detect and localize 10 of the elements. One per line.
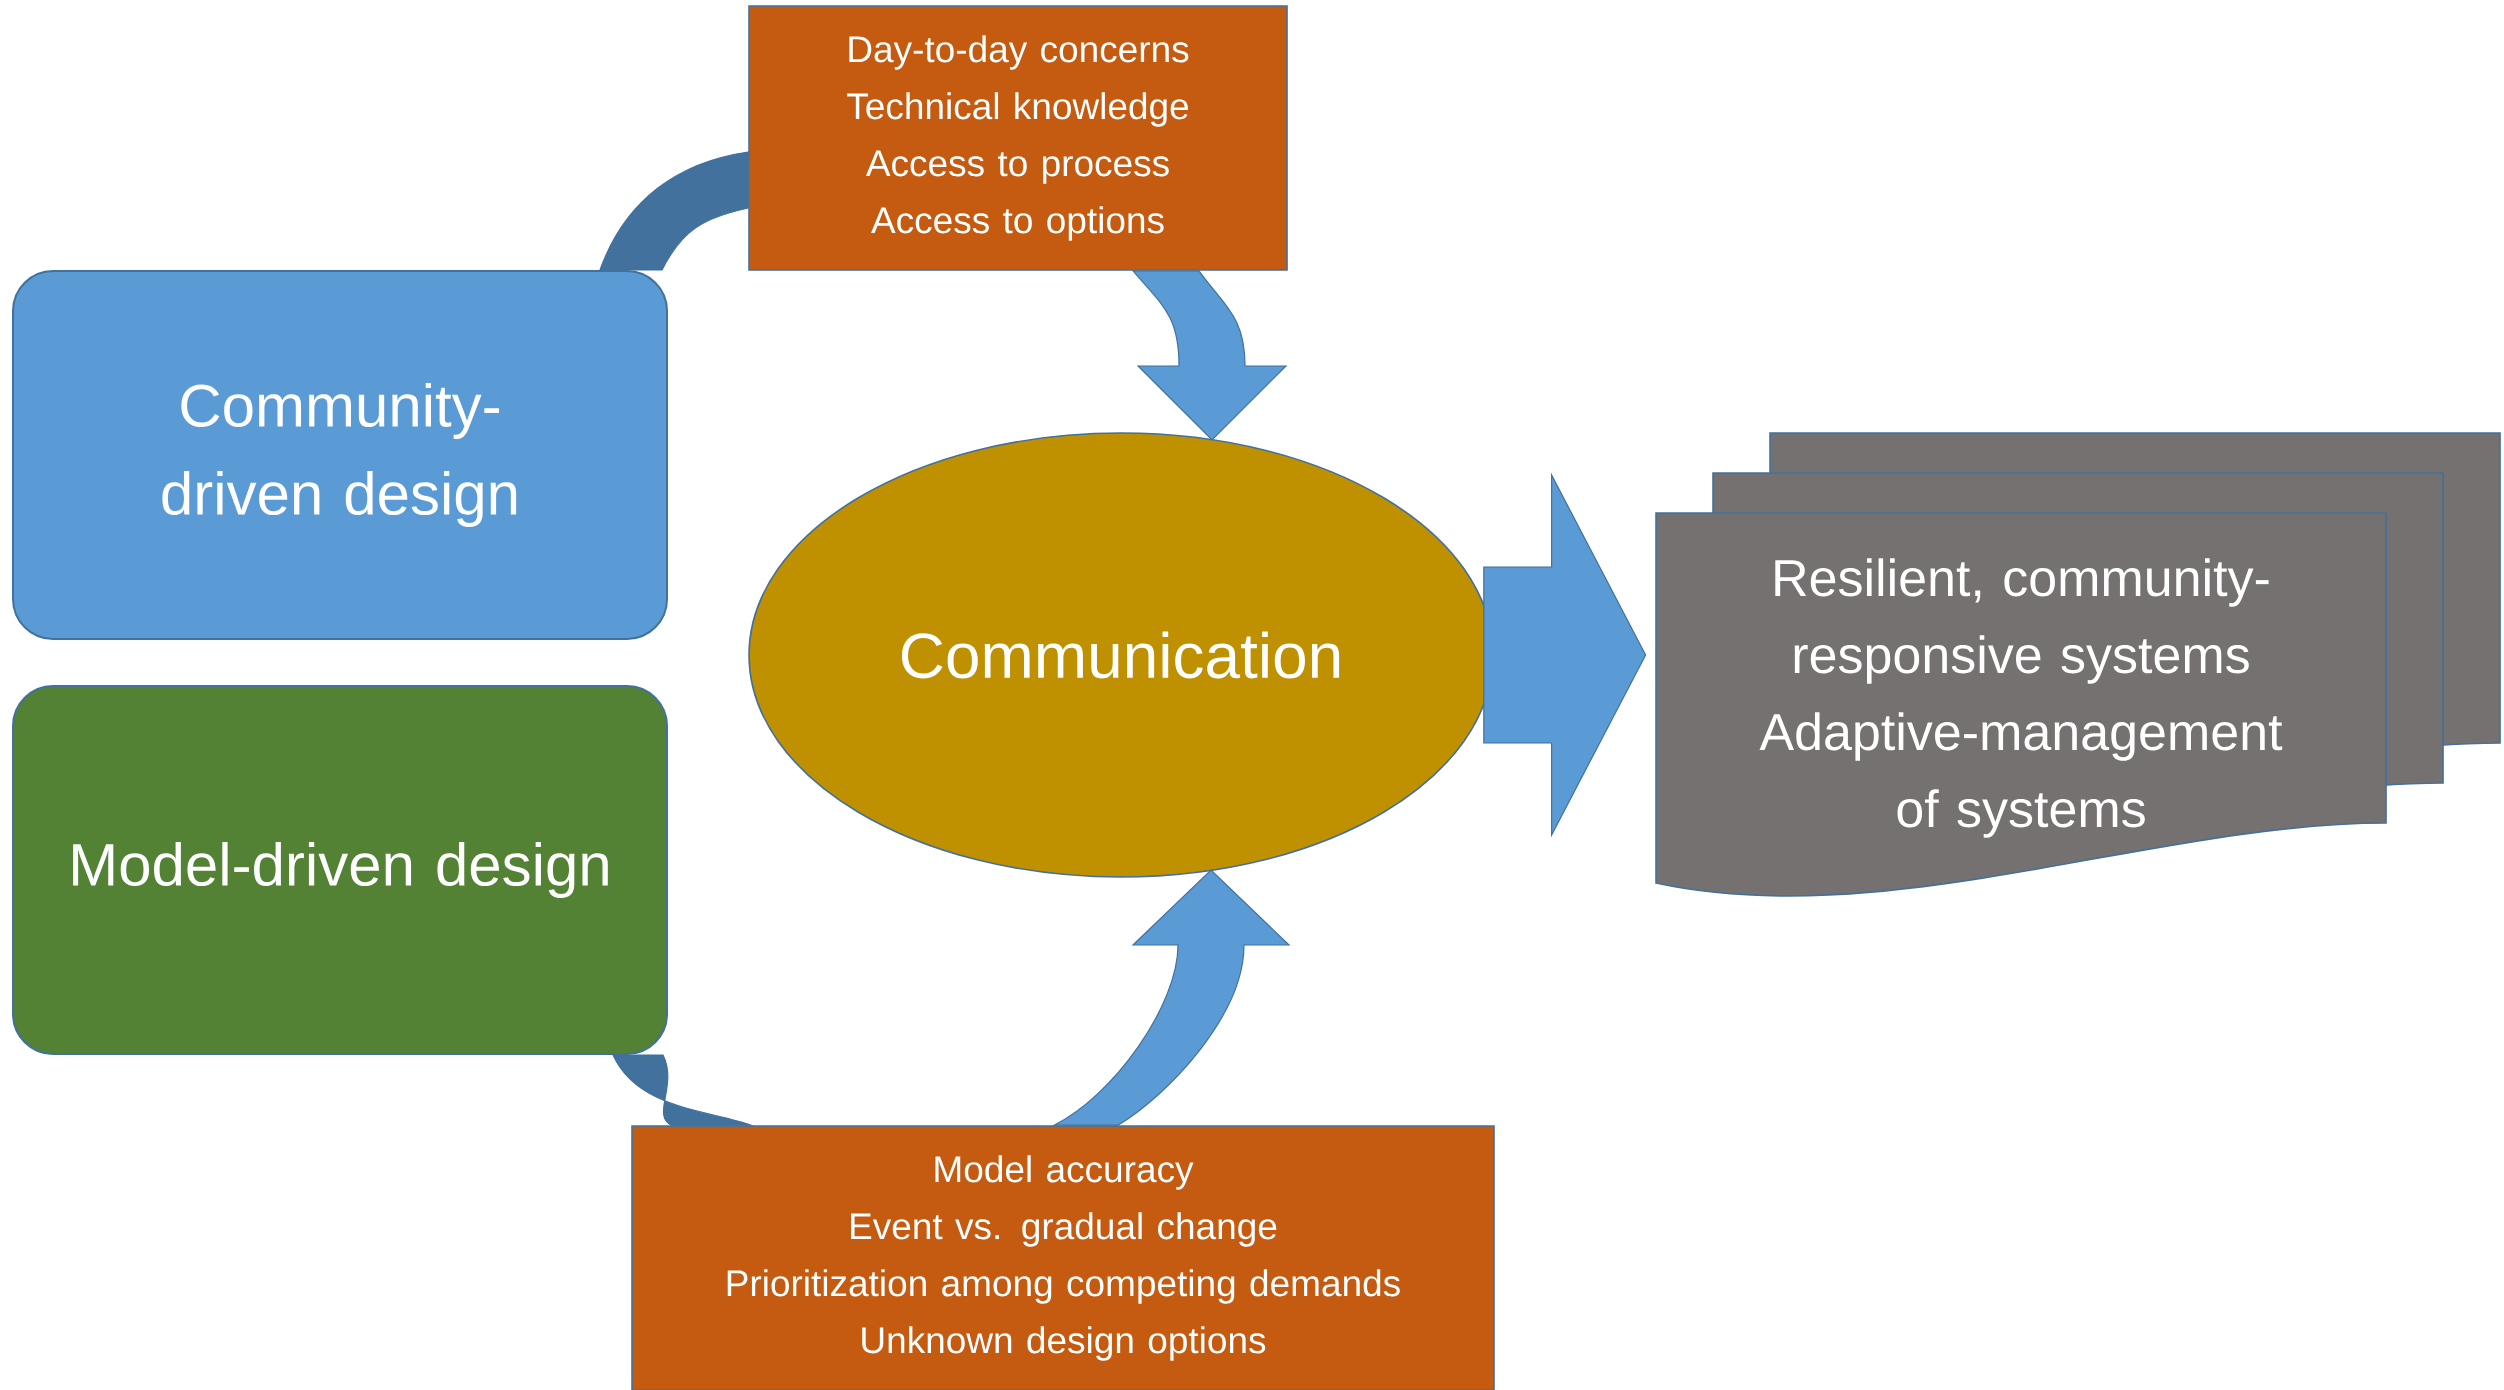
block-arrow — [612, 1054, 752, 1126]
block-arrow — [1132, 270, 1287, 441]
document-stack: Resilient, community-responsive systems Adaptive-management of systems — [1655, 432, 2501, 897]
block-arrow — [599, 151, 749, 271]
block-arrow — [1053, 869, 1290, 1126]
factor-box: Day-to-day concerns Technical knowledge Access to process Access to options — [748, 5, 1288, 271]
block-arrow — [1483, 472, 1647, 838]
design-box: Model-driven design — [12, 685, 668, 1055]
factor-box: Model accuracy Event vs. gradual change Prioritization among competing demands Unknown design options — [631, 1125, 1495, 1390]
design-box: Community-driven design — [12, 270, 668, 640]
